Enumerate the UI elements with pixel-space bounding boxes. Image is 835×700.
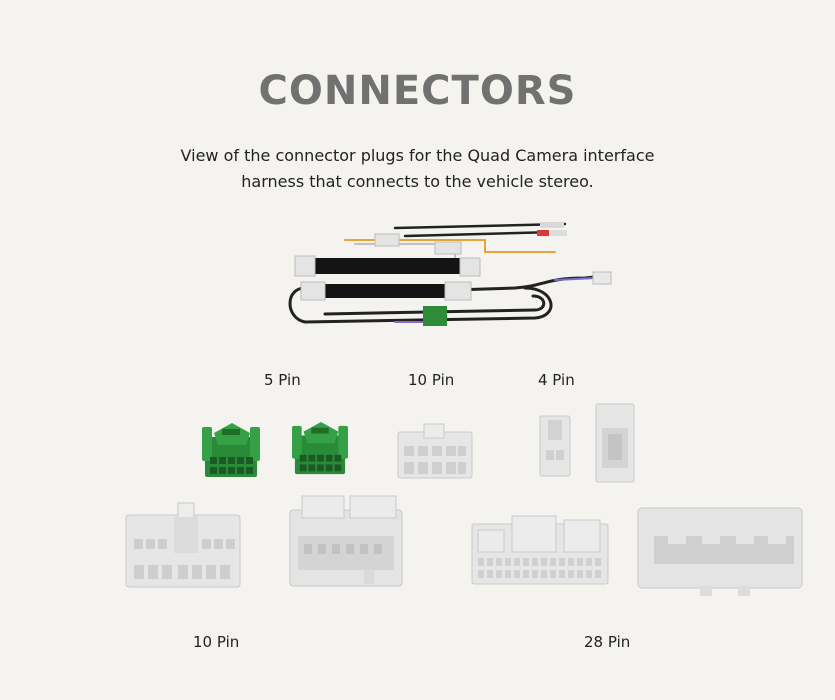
page-description: View of the connector plugs for the Quad… [180,146,655,191]
connector-5-pin-b [292,421,348,475]
connector-4-pin-b [595,403,635,483]
label-5-pin: 5 Pin [264,371,301,389]
connector-5-pin-a [202,423,260,477]
connector-28-pin-small [471,515,609,585]
label-10-pin-top: 10 Pin [408,371,455,389]
page-title: CONNECTORS [258,68,577,114]
harness-image [288,222,612,326]
connector-4-pin-a [539,415,571,477]
connector-10-pin-small [397,423,473,479]
label-4-pin: 4 Pin [538,371,575,389]
connector-10-pin-large [125,502,241,588]
connector-28-pin-large [637,507,803,596]
label-28-pin: 28 Pin [584,633,631,651]
connector-10-pin-housing [289,495,403,587]
label-10-pin-bottom: 10 Pin [193,633,240,651]
